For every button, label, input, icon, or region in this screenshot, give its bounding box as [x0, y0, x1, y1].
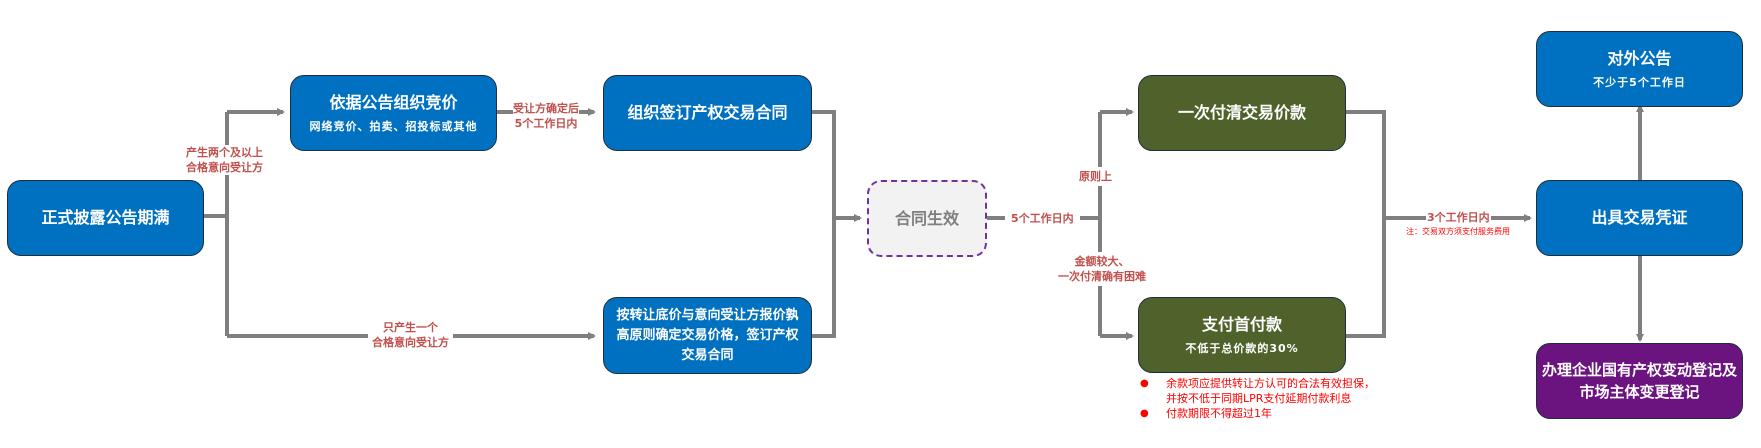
connector-payments-merge: [1346, 110, 1386, 338]
label-in-principle: 原则上: [1077, 167, 1114, 186]
node-subtitle: 不低于总价款的30%: [1185, 342, 1299, 355]
bullet-icon: ●: [1140, 378, 1149, 389]
node-announce[interactable]: 对外公告 不少于5个工作日: [1536, 31, 1743, 107]
label-large-amount: 金额较大、 一次付清确有困难: [1058, 252, 1146, 286]
node-title: 办理企业国有产权变动登记及市场主体变更登记: [1541, 361, 1737, 401]
label-within-5-days: 5个工作日内: [1005, 211, 1080, 226]
node-subtitle: 不少于5个工作日: [1593, 76, 1686, 89]
label-single-buyer: 只产生一个 合格意向受让方: [368, 320, 453, 350]
note-line: 并按不低于同期LPR支付延期付款利息: [1166, 392, 1352, 405]
node-single-buyer[interactable]: 按转让底价与意向受让方报价孰高原则确定交易价格，签订产权交易合同: [603, 297, 812, 374]
note-line: 付款期限不得超过1年: [1166, 407, 1272, 420]
label-line: 受让方确定后: [513, 102, 579, 115]
label-multi-buyers: 产生两个及以上 合格意向受让方: [186, 145, 263, 175]
node-subtitle: 网络竞价、拍卖、招投标或其他: [309, 120, 478, 133]
label-after-confirm: 受让方确定后 5个工作日内: [513, 101, 579, 131]
label-within-3-days: 3个工作日内: [1426, 210, 1491, 225]
node-title: 依据公告组织竞价: [329, 93, 458, 112]
node-registration[interactable]: 办理企业国有产权变动登记及市场主体变更登记: [1536, 343, 1743, 419]
bullet-icon: ●: [1140, 408, 1149, 419]
node-title: 按转让底价与意向受让方报价孰高原则确定交易价格，签订产权交易合同: [616, 307, 799, 363]
label-line: 一次付清确有困难: [1058, 270, 1146, 283]
connector-sign-merge: [812, 110, 836, 338]
payment-notes: ● 余款项应提供转让方认可的合法有效担保， 并按不低于同期LPR支付延期付款利息…: [1140, 376, 1375, 421]
label-line: 合格意向受让方: [186, 161, 263, 174]
node-title: 一次付清交易价款: [1177, 103, 1306, 122]
note-item: ● 付款期限不得超过1年: [1140, 406, 1375, 421]
node-down-payment[interactable]: 支付首付款 不低于总价款的30%: [1138, 297, 1346, 373]
node-title: 支付首付款: [1201, 315, 1282, 334]
node-voucher[interactable]: 出具交易凭证: [1536, 180, 1743, 256]
node-start[interactable]: 正式披露公告期满: [7, 180, 204, 256]
note-service-fee: 注：交易双方须支付服务费用: [1406, 227, 1510, 236]
node-sign-contract[interactable]: 组织签订产权交易合同: [603, 75, 812, 151]
node-title: 正式披露公告期满: [41, 208, 170, 227]
node-bidding[interactable]: 依据公告组织竞价 网络竞价、拍卖、招投标或其他: [290, 75, 497, 151]
label-line: 只产生一个: [383, 321, 438, 334]
node-title: 出具交易凭证: [1591, 208, 1688, 227]
label-line: 产生两个及以上: [186, 146, 263, 159]
note-item: ● 余款项应提供转让方认可的合法有效担保， 并按不低于同期LPR支付延期付款利息: [1140, 376, 1375, 406]
node-effective[interactable]: 合同生效: [867, 180, 987, 257]
node-lump-sum[interactable]: 一次付清交易价款: [1138, 75, 1346, 151]
node-title: 对外公告: [1607, 49, 1672, 68]
label-line: 合格意向受让方: [372, 336, 449, 349]
note-line: 余款项应提供转让方认可的合法有效担保，: [1166, 377, 1375, 390]
label-line: 金额较大、: [1074, 255, 1130, 268]
label-line: 5个工作日内: [514, 117, 578, 130]
node-title: 合同生效: [894, 208, 959, 228]
node-title: 组织签订产权交易合同: [627, 103, 788, 122]
